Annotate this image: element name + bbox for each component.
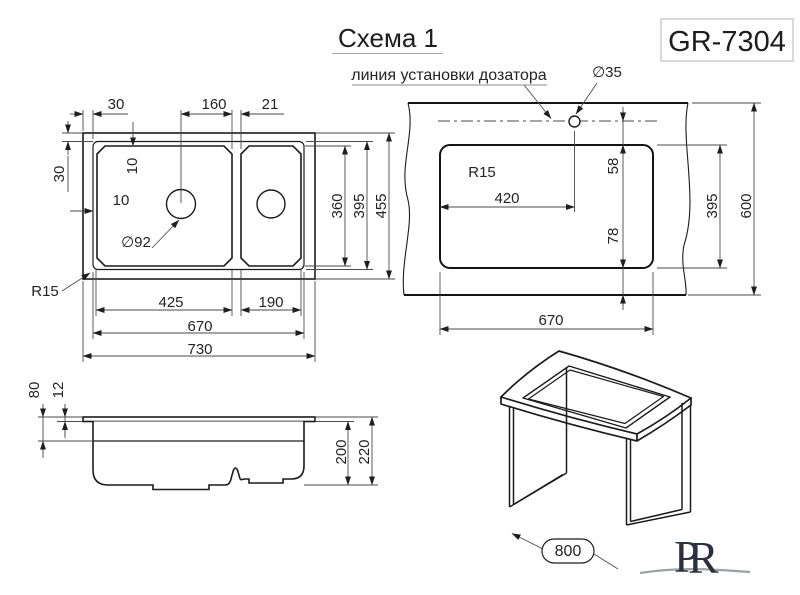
dispenser-line-note: линия установки дозатора (351, 67, 547, 84)
cutout-extension-lines (439, 102, 761, 335)
side-dimension-lines (40, 404, 375, 486)
dim-label-hole-diameter: ∅35 (592, 64, 622, 81)
side-view: 80 12 200 220 (26, 382, 378, 491)
dispenser-hole (568, 115, 581, 128)
iso-cutout-inner (527, 369, 665, 425)
dim-label-overall-depth: 220 (356, 439, 373, 464)
page-title: Схема 1 (338, 23, 438, 53)
plan-dimension-lines (61, 111, 392, 359)
countertop-break-left (402, 102, 411, 296)
model-code: GR-7304 (668, 26, 786, 58)
dim-label-rim-height: 12 (50, 382, 67, 399)
dim-label-edge-to-bowl-top: 30 (51, 166, 68, 183)
dim-label-cutout-width: 670 (538, 312, 563, 329)
cutout-dimension-lines (439, 82, 757, 332)
iso-cutout-outer (522, 365, 671, 429)
plan-view: 30 160 21 30 10 10 ∅92 360 395 455 425 1… (31, 96, 395, 362)
header: Схема 1 GR-7304 (332, 18, 794, 62)
dim-label-cutout-corner-radius: R15 (468, 164, 496, 181)
brand-logo: P R (639, 531, 751, 583)
dim-label-plan-corner-radius: R15 (31, 283, 59, 300)
cutout-view: линия установки дозатора ∅35 R15 420 58 … (351, 64, 761, 335)
logo-letter-p: P (674, 531, 700, 582)
dim-label-rim-opening-width: 670 (187, 318, 212, 335)
dim-label-edge-to-bowl-left: 30 (108, 96, 125, 113)
logo-letter-r: R (688, 532, 719, 583)
dim-label-overall-height: 455 (373, 193, 390, 218)
iso-view: 800 (499, 350, 693, 570)
dim-label-cabinet-width: 800 (555, 543, 582, 560)
plan-small-drain (256, 189, 286, 219)
dim-label-hole-from-left: 420 (494, 190, 519, 207)
iso-dimension-leader (511, 533, 619, 570)
dim-label-countertop-depth: 600 (738, 193, 755, 218)
iso-cabinet-legs (508, 367, 692, 526)
dim-label-drain-diameter: ∅92 (121, 234, 151, 251)
dim-label-line-to-cutout-top: 58 (605, 158, 622, 175)
logo-swoosh (639, 568, 751, 575)
iso-dimension-bubble (541, 538, 595, 564)
model-code-box (660, 18, 794, 62)
dim-label-bowl-depth: 200 (333, 439, 350, 464)
iso-countertop-thickness (500, 397, 692, 442)
dim-label-small-bowl-width: 190 (258, 294, 283, 311)
dim-label-rim-opening-height: 395 (351, 193, 368, 218)
dim-label-bowl-inner-height: 360 (329, 193, 346, 218)
side-rim-flange (82, 416, 316, 423)
dim-label-cutout-height: 395 (704, 193, 721, 218)
dim-label-drain-to-divider: 160 (201, 96, 226, 113)
dim-label-cutout-bottom-to-front: 78 (605, 228, 622, 245)
dim-label-divider-width: 21 (262, 96, 279, 113)
dim-label-rim-inset-left: 10 (113, 192, 130, 209)
countertop-break-right (682, 102, 691, 296)
plan-main-bowl (96, 145, 233, 267)
dim-label-rim-inset-top: 10 (124, 158, 141, 175)
dim-label-main-bowl-width: 425 (158, 294, 183, 311)
dim-label-overall-width: 730 (187, 341, 212, 358)
dim-label-top-to-ledge: 80 (26, 382, 43, 399)
side-body-profile (92, 421, 305, 491)
